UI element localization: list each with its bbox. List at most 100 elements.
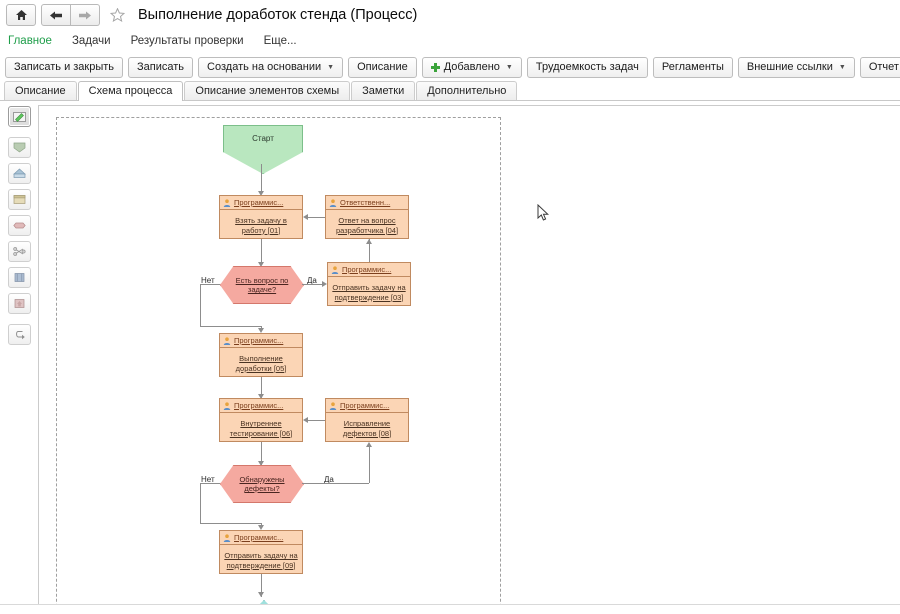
tab-scheme-elements-description[interactable]: Описание элементов схемы — [184, 81, 351, 100]
node-task-04[interactable]: Ответственн... Ответ на вопрос разработч… — [325, 195, 409, 239]
arrow-head-icon — [303, 416, 308, 423]
node-task-06-header: Программис... — [220, 399, 302, 413]
shape-condition-tool[interactable] — [7, 215, 31, 236]
connector-08-to-06 — [308, 420, 325, 421]
page-boundary — [56, 117, 501, 609]
user-icon — [223, 533, 231, 542]
node-task-08[interactable]: Программис... Исправление дефектов [08] — [325, 398, 409, 442]
node-task-06-text: Внутреннее тестирование [06] — [229, 419, 293, 438]
node-task-06[interactable]: Программис... Внутреннее тестирование [0… — [219, 398, 303, 442]
shape-split-tool[interactable] — [7, 241, 31, 262]
description-button[interactable]: Описание — [348, 56, 417, 78]
node-task-05-role: Программис... — [234, 336, 284, 345]
diagram-canvas[interactable]: Старт Программис... Взять задачу в работ… — [38, 105, 900, 610]
added-button[interactable]: Добавлено ▼ — [421, 56, 522, 78]
shape-subprocess-tool[interactable] — [7, 267, 31, 288]
connector-06-to-d2 — [261, 442, 262, 466]
external-links-button[interactable]: Внешние ссылки ▼ — [737, 56, 855, 78]
task-effort-label: Трудоемкость задач — [535, 61, 639, 73]
connector-d1-no-h1 — [200, 284, 220, 285]
save-label: Записать — [137, 61, 185, 73]
arrow-head-icon — [257, 461, 264, 466]
shape-action-tool[interactable] — [7, 137, 31, 158]
connector-04-to-01 — [308, 217, 325, 218]
tab-notes[interactable]: Заметки — [351, 81, 416, 100]
node-task-04-body: Ответ на вопрос разработчика [04] — [326, 210, 408, 241]
back-arrow-icon[interactable] — [41, 4, 71, 26]
node-task-01-header: Программис... — [220, 196, 302, 210]
arrow-head-icon — [257, 592, 264, 597]
node-task-01-role: Программис... — [234, 198, 284, 207]
page-title: Выполнение доработок стенда (Процесс) — [138, 7, 418, 23]
edge-label-d1-no: Нет — [201, 276, 215, 285]
edge-label-d2-no: Нет — [201, 475, 215, 484]
section-item-main[interactable]: Главное — [8, 35, 52, 47]
tab-additional[interactable]: Дополнительно — [416, 81, 518, 100]
node-decision-defects-label: Обнаружены дефекты? — [239, 474, 285, 493]
section-item-more[interactable]: Еще... — [263, 35, 297, 47]
user-icon — [223, 198, 231, 207]
section-item-tasks[interactable]: Задачи — [71, 35, 111, 47]
node-task-03-role: Программис... — [342, 265, 392, 274]
save-button[interactable]: Записать — [128, 56, 194, 78]
arrow-head-icon — [322, 280, 327, 287]
save-and-close-label: Записать и закрыть — [14, 61, 115, 73]
arrow-head-icon — [257, 525, 264, 530]
description-label: Описание — [357, 61, 408, 73]
node-task-01-text: Взять задачу в работу [01] — [235, 216, 287, 235]
added-label: Добавлено — [443, 61, 500, 73]
node-task-03[interactable]: Программис... Отправить задачу на подтве… — [327, 262, 411, 306]
regulations-button[interactable]: Регламенты — [652, 56, 733, 78]
pointer-tool[interactable] — [7, 106, 31, 127]
node-decision-question[interactable]: Есть вопрос по задаче? — [220, 266, 304, 304]
node-task-05[interactable]: Программис... Выполнение доработки [05] — [219, 333, 303, 377]
tab-description[interactable]: Описание — [4, 81, 77, 100]
chevron-down-icon: ▼ — [327, 63, 335, 71]
process-report-label: Отчет по процессу — [868, 61, 900, 73]
node-task-01-body: Взять задачу в работу [01] — [220, 210, 302, 241]
home-icon[interactable] — [6, 4, 36, 26]
main-body: Старт Программис... Взять задачу в работ… — [0, 101, 900, 614]
tab-process-scheme[interactable]: Схема процесса — [77, 81, 184, 101]
node-decision-defects[interactable]: Обнаружены дефекты? — [220, 465, 304, 503]
arrow-head-icon — [303, 213, 308, 220]
create-based-on-button[interactable]: Создать на основании ▼ — [198, 56, 344, 78]
edge-label-d2-yes: Да — [324, 475, 334, 484]
arrow-head-icon — [257, 262, 264, 267]
shape-document-tool[interactable] — [7, 163, 31, 184]
shape-note-tool[interactable] — [7, 189, 31, 210]
connector-d1-no-v — [200, 284, 201, 326]
connector-d2-no-h1 — [200, 483, 220, 484]
section-item-check-results[interactable]: Результаты проверки — [130, 35, 244, 47]
section-menu: Главное Задачи Результаты проверки Еще..… — [0, 30, 900, 52]
connector-03-to-04 — [369, 239, 370, 262]
node-task-08-role: Программис... — [340, 401, 390, 410]
connector-tool[interactable] — [7, 324, 31, 345]
nav-buttons — [41, 4, 100, 26]
process-flowchart: Старт Программис... Взять задачу в работ… — [39, 106, 899, 609]
node-start-label: Старт — [252, 134, 274, 143]
node-task-08-text: Исправление дефектов [08] — [342, 419, 392, 438]
node-task-09-header: Программис... — [220, 531, 302, 545]
task-effort-button[interactable]: Трудоемкость задач — [526, 56, 648, 78]
user-icon — [223, 401, 231, 410]
node-task-09[interactable]: Программис... Отправить задачу на подтве… — [219, 530, 303, 574]
node-task-06-role: Программис... — [234, 401, 284, 410]
connector-01-to-d1 — [261, 239, 262, 265]
shape-end-tool[interactable] — [7, 293, 31, 314]
node-task-06-body: Внутреннее тестирование [06] — [220, 413, 302, 444]
node-task-03-body: Отправить задачу на подтверждение [03] — [328, 277, 410, 308]
connector-d1-no-h2 — [200, 326, 261, 327]
status-strip — [0, 604, 900, 614]
connector-d2-yes-h — [302, 483, 369, 484]
node-task-01[interactable]: Программис... Взять задачу в работу [01] — [219, 195, 303, 239]
star-icon[interactable] — [107, 5, 127, 25]
page-tabs: Описание Схема процесса Описание элемент… — [0, 80, 900, 101]
save-and-close-button[interactable]: Записать и закрыть — [5, 56, 124, 78]
node-task-09-body: Отправить задачу на подтверждение [09] — [220, 545, 302, 576]
connector-d2-no-h2 — [200, 523, 261, 524]
regulations-label: Регламенты — [661, 61, 724, 73]
forward-arrow-icon[interactable] — [71, 4, 100, 26]
node-decision-question-label: Есть вопрос по задаче? — [235, 275, 289, 294]
process-report-button[interactable]: Отчет по процессу — [859, 56, 900, 78]
